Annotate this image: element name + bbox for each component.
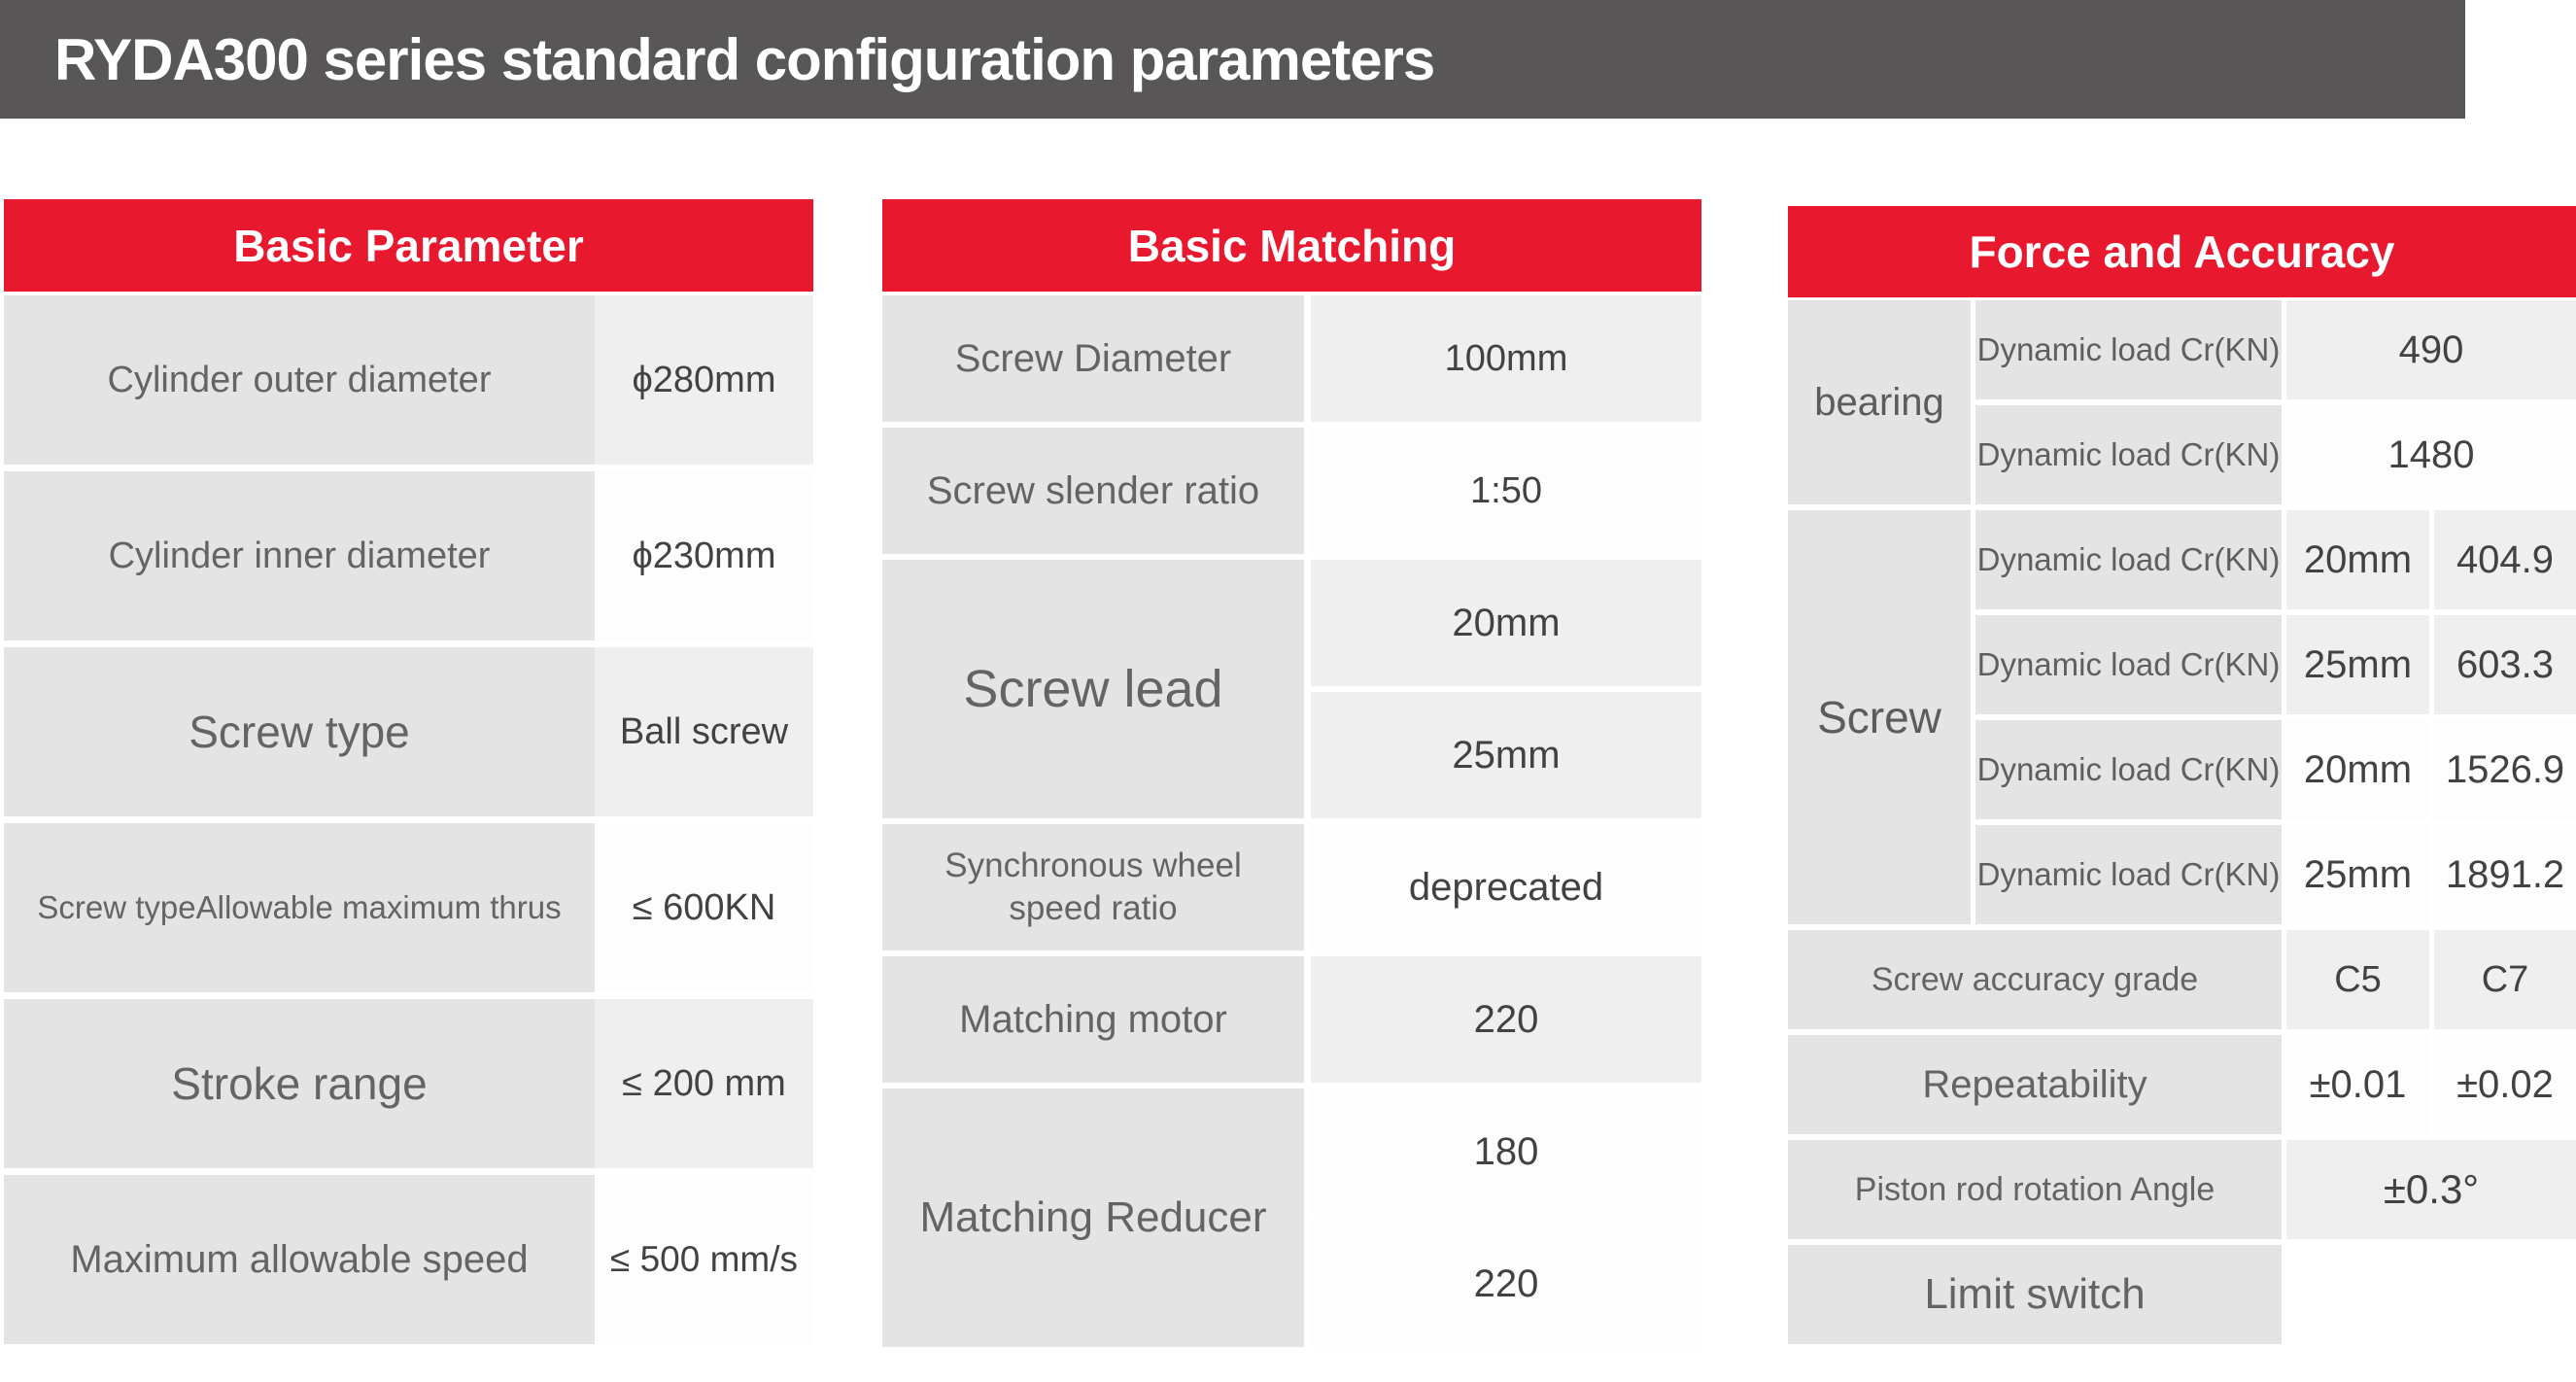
param-label: Piston rod rotation Angle [1788,1140,2282,1239]
param-label: Maximum allowable speed [4,1175,595,1344]
force-accuracy-table: Force and Accuracy bearing Dynamic load … [1788,206,2576,1344]
param-value: 1480 [2286,405,2576,504]
param-value: 1526.9 [2434,720,2576,819]
basic-matching-header: Basic Matching [882,199,1701,292]
param-value: 220 [1311,1221,1701,1347]
param-value: 20mm [1311,560,1701,686]
param-value: ≤ 600KN [595,823,813,992]
param-value: 180 [1311,1088,1701,1215]
size-cell: 20mm [2286,720,2429,819]
param-label: Cylinder inner diameter [4,471,595,640]
param-value: ±0.01 [2286,1035,2429,1134]
param-value: deprecated [1311,824,1701,950]
param-label: Dynamic load Cr(KN) [1975,300,2282,399]
page-title: RYDA300 series standard configuration pa… [54,26,1435,92]
param-value: 100mm [1311,295,1701,422]
size-cell: 20mm [2286,510,2429,609]
group-cell-bearing: bearing [1788,300,1971,504]
param-value: 1891.2 [2434,825,2576,924]
param-value: C7 [2434,930,2576,1029]
size-cell: 25mm [2286,825,2429,924]
param-label-screw-lead: Screw lead [882,560,1304,818]
param-label: Dynamic load Cr(KN) [1975,720,2282,819]
param-label: Dynamic load Cr(KN) [1975,405,2282,504]
param-value: Ball screw [595,647,813,816]
basic-parameter-table: Basic Parameter Cylinder outer diameter … [4,199,813,1344]
param-label: Cylinder outer diameter [4,295,595,465]
group-cell-screw: Screw [1788,510,1971,924]
param-value: 404.9 [2434,510,2576,609]
basic-matching-table: Basic Matching Screw Diameter 100mm Scre… [882,199,1701,1347]
param-value: 490 [2286,300,2576,399]
param-label: Dynamic load Cr(KN) [1975,825,2282,924]
param-label: Screw accuracy grade [1788,930,2282,1029]
size-cell: 25mm [2286,615,2429,714]
param-value: ϕ230mm [595,471,813,640]
param-label: Matching motor [882,956,1304,1083]
param-label: Screw typeAllowable maximum thrus [4,823,595,992]
param-label: Synchronous wheel speed ratio [882,824,1304,950]
empty-value-cell [2286,1245,2576,1344]
param-value: 1:50 [1311,428,1701,554]
param-label: Screw slender ratio [882,428,1304,554]
param-label-matching-reducer: Matching Reducer [882,1088,1304,1347]
basic-parameter-header: Basic Parameter [4,199,813,292]
param-value: 220 [1311,956,1701,1083]
param-value: ±0.02 [2434,1035,2576,1134]
param-value: ≤ 200 mm [595,999,813,1168]
param-label: Dynamic load Cr(KN) [1975,615,2282,714]
force-accuracy-header: Force and Accuracy [1788,206,2576,297]
param-value: ≤ 500 mm/s [595,1175,813,1344]
param-value: 603.3 [2434,615,2576,714]
param-value: 25mm [1311,692,1701,818]
param-label: Screw type [4,647,595,816]
param-label: Stroke range [4,999,595,1168]
force-accuracy-body: bearing Dynamic load Cr(KN) 490 Dynamic … [1788,300,2576,1344]
param-value: ϕ280mm [595,295,813,465]
param-label: Screw Diameter [882,295,1304,422]
param-label-limit-switch: Limit switch [1788,1245,2282,1344]
title-bar: RYDA300 series standard configuration pa… [0,0,2465,119]
param-label: Dynamic load Cr(KN) [1975,510,2282,609]
param-label-text: Synchronous wheel speed ratio [945,846,1242,927]
param-value: C5 [2286,930,2429,1029]
param-label: Repeatability [1788,1035,2282,1134]
param-value: ±0.3° [2286,1140,2576,1239]
basic-parameter-body: Cylinder outer diameter ϕ280mm Cylinder … [4,295,813,1344]
basic-matching-body: Screw Diameter 100mm Screw slender ratio… [882,295,1701,1347]
